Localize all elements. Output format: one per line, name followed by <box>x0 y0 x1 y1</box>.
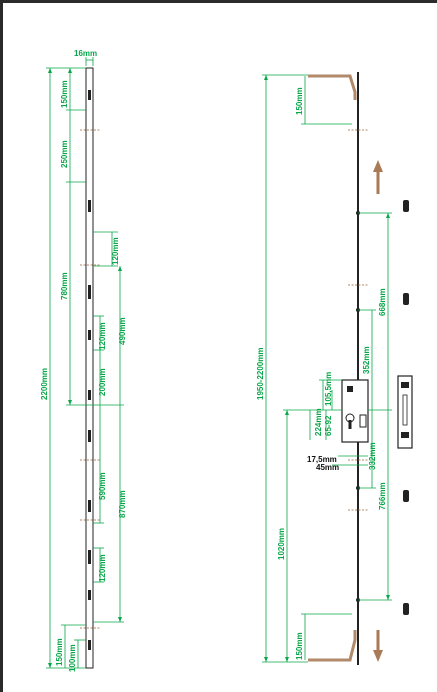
label-352mm: 352mm <box>362 346 371 374</box>
label-250mm: 250mm <box>60 140 69 168</box>
lock-case <box>341 379 369 443</box>
label-150mm-hook-bottom: 150mm <box>295 632 304 660</box>
label-332mm: 332mm <box>368 442 377 470</box>
frame-left-border <box>0 0 3 692</box>
right-arrowheads <box>264 75 390 662</box>
right-dimension-lines <box>262 74 392 663</box>
label-490mm: 490mm <box>118 317 127 345</box>
label-16mm: 16mm <box>74 49 97 58</box>
label-2200mm: 2200mm <box>40 368 49 400</box>
label-120mm-b: 120mm <box>98 322 107 350</box>
label-150mm-hook-top: 150mm <box>295 87 304 115</box>
left-dimension-lines <box>46 57 124 669</box>
label-870mm: 870mm <box>118 490 127 518</box>
label-150mm-top: 150mm <box>60 80 69 108</box>
label-780mm: 780mm <box>60 272 69 300</box>
label-200mm: 200mm <box>98 368 107 396</box>
label-17-5mm: 17,5mm <box>307 455 337 464</box>
label-590mm: 590mm <box>98 472 107 500</box>
label-100mm-bottom: 100mm <box>68 644 77 672</box>
label-120mm-c: 120mm <box>98 554 107 582</box>
label-120mm-a: 120mm <box>111 237 120 265</box>
keeper-plate <box>397 375 413 449</box>
roller-keepers <box>403 200 409 615</box>
label-45mm: 45mm <box>316 463 339 472</box>
left-lock-strip <box>80 67 100 669</box>
direction-arrows <box>373 160 383 662</box>
right-lock-strip <box>308 72 368 665</box>
label-65-92: 65-92 <box>324 415 333 436</box>
label-1950-2200mm: 1950-2200mm <box>256 348 265 400</box>
label-150mm-bottom: 150mm <box>55 638 64 666</box>
label-1020mm: 1020mm <box>277 528 286 560</box>
label-224mm: 224mm <box>314 408 323 436</box>
frame-top-border <box>0 0 437 3</box>
label-105-5mm: 105,5mm <box>324 372 333 406</box>
left-arrowheads <box>48 68 122 668</box>
label-766mm: 766mm <box>378 482 387 510</box>
label-668mm: 668mm <box>378 288 387 316</box>
